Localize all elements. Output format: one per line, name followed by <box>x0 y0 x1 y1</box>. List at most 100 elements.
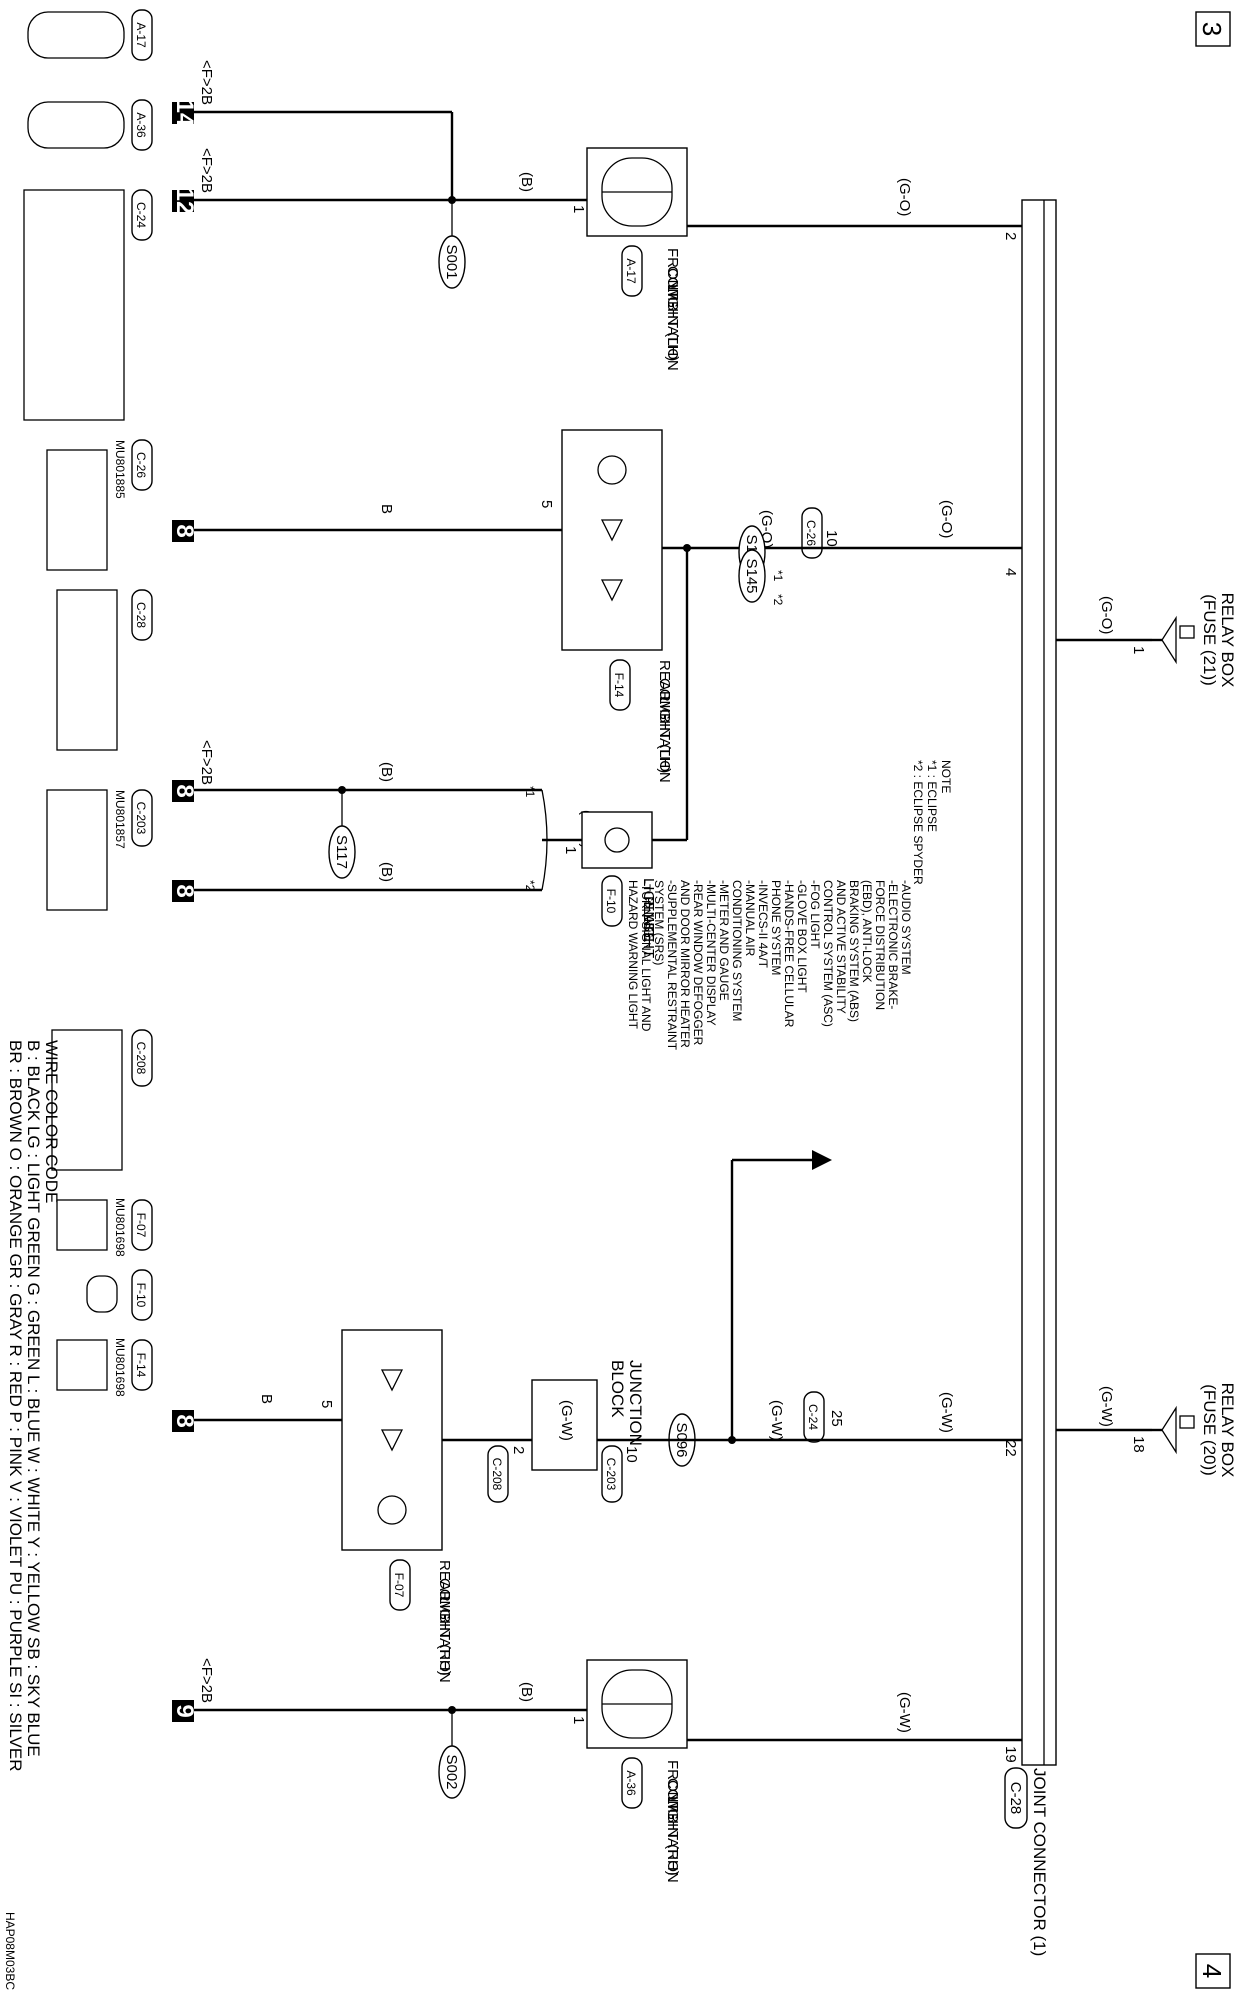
svg-text:<F>2B: <F>2B <box>198 148 215 193</box>
relay-box-fuse-21: RELAY BOX (FUSE (21)) 1 <box>1130 593 1237 688</box>
svg-text:A-17: A-17 <box>134 22 148 48</box>
svg-text:COMBINATION: COMBINATION <box>436 1578 453 1683</box>
svg-text:S145: S145 <box>743 558 760 593</box>
svg-text:F-10: F-10 <box>604 889 618 914</box>
connector-view-a36: A-36 <box>27 99 153 151</box>
rear-combination-light-lh: REAR COMBINATION LIGHT (LH) F-14 <box>561 429 673 783</box>
svg-text:4: 4 <box>1197 1964 1227 1978</box>
svg-text:S002: S002 <box>443 1754 460 1789</box>
svg-text:C-24: C-24 <box>134 202 148 228</box>
svg-text:(B): (B) <box>378 762 395 782</box>
svg-text:2: 2 <box>510 1446 527 1454</box>
systems-list: -AUDIO SYSTEM -ELECTRONIC BRAKE- FORCE D… <box>626 880 913 1051</box>
svg-text:PHONE SYSTEM: PHONE SYSTEM <box>769 880 783 975</box>
svg-text:MU801885: MU801885 <box>113 440 127 499</box>
svg-text:C-203: C-203 <box>134 802 148 835</box>
svg-text:1: 1 <box>570 1716 587 1724</box>
svg-text:NOTE: NOTE <box>939 760 953 793</box>
svg-text:LIGHT (RH): LIGHT (RH) <box>436 1596 453 1676</box>
svg-text:1: 1 <box>562 846 579 854</box>
svg-text:A-36: A-36 <box>134 112 148 138</box>
svg-text:F-07: F-07 <box>134 1213 148 1238</box>
page-marker-next: 4 <box>1195 1953 1231 1989</box>
svg-text:JUNCTION: JUNCTION <box>626 1360 645 1446</box>
svg-text:22: 22 <box>1002 1440 1019 1457</box>
svg-text:JOINT CONNECTOR (1): JOINT CONNECTOR (1) <box>1030 1768 1049 1956</box>
svg-text:*1: *1 <box>771 570 785 582</box>
splice-s002: S002 <box>438 1710 466 1799</box>
svg-text:F-14: F-14 <box>134 1353 148 1378</box>
svg-text:-INVECS-II 4A/T: -INVECS-II 4A/T <box>756 880 770 969</box>
svg-text:FRONT: FRONT <box>664 248 681 300</box>
svg-text:-SUPPLEMENTAL RESTRAINT: -SUPPLEMENTAL RESTRAINT <box>665 880 679 1051</box>
junction-block: JUNCTION BLOCK <box>531 1360 645 1471</box>
svg-text:-GLOVE BOX LIGHT: -GLOVE BOX LIGHT <box>795 880 809 993</box>
svg-text:C-208: C-208 <box>134 1042 148 1075</box>
svg-text:<F>2B: <F>2B <box>198 1658 215 1703</box>
svg-text:S001: S001 <box>443 244 460 279</box>
svg-text:C-203: C-203 <box>604 1458 618 1491</box>
svg-text:(G-W): (G-W) <box>768 1400 785 1441</box>
rear-combination-light-rh: REAR COMBINATION LIGHT (RH) F-07 <box>341 1329 453 1683</box>
svg-text:MU801698: MU801698 <box>113 1198 127 1257</box>
svg-text:MU801698: MU801698 <box>113 1338 127 1397</box>
connector-view-c24: C-24 <box>23 189 153 421</box>
svg-text:PLATE: PLATE <box>640 896 657 942</box>
ground-14: <F>2B 14 <box>171 60 422 127</box>
svg-text:C-26: C-26 <box>134 452 148 478</box>
front-combination-light-rh: FRONT COMBINATION LIGHT (RH) A-36 <box>586 1659 688 1883</box>
svg-text:12: 12 <box>171 188 198 215</box>
svg-text:CONDITIONING SYSTEM: CONDITIONING SYSTEM <box>730 880 744 1021</box>
svg-text:-METER AND GAUGE: -METER AND GAUGE <box>717 880 731 1001</box>
svg-text:HAZARD WARNING LIGHT: HAZARD WARNING LIGHT <box>626 880 640 1030</box>
svg-text:B: B <box>258 1394 275 1404</box>
connector-view-c203: C-203 MU801857 <box>46 789 153 911</box>
svg-text:F-07: F-07 <box>392 1573 406 1598</box>
svg-text:AND ACTIVE STABILITY: AND ACTIVE STABILITY <box>834 880 848 1014</box>
wire-label: (G-O) <box>1098 596 1115 634</box>
svg-text:-TURN-SIGNAL LIGHT AND: -TURN-SIGNAL LIGHT AND <box>639 880 653 1032</box>
svg-text:C-28: C-28 <box>134 602 148 628</box>
svg-text:LIGHT (LH): LIGHT (LH) <box>656 696 673 773</box>
svg-text:(G-O): (G-O) <box>938 500 955 538</box>
svg-text:1: 1 <box>570 205 587 213</box>
svg-text:F-14: F-14 <box>612 673 626 698</box>
connector-view-f14: F-14 MU801698 <box>56 1338 153 1397</box>
connector-view-f10: F-10 <box>86 1269 153 1321</box>
svg-text:COMBINATION: COMBINATION <box>664 1778 681 1883</box>
svg-text:(G-O): (G-O) <box>896 178 913 216</box>
figure-code: HAP08M03BC <box>3 1912 17 1990</box>
svg-text:SYSTEM (SRS): SYSTEM (SRS) <box>652 880 666 965</box>
svg-text:25: 25 <box>828 1410 845 1427</box>
svg-text:LIGHT: LIGHT <box>640 914 657 958</box>
svg-text:B: B <box>378 504 395 514</box>
svg-text:8: 8 <box>171 884 198 897</box>
svg-text:BRAKING SYSTEM (ABS): BRAKING SYSTEM (ABS) <box>847 880 861 1022</box>
splice-s136-s145: S136 S145 *1 *2 <box>687 525 785 606</box>
svg-text:18: 18 <box>1130 1436 1147 1453</box>
svg-text:3: 3 <box>1197 22 1227 36</box>
svg-text:*1 : ECLIPSE: *1 : ECLIPSE <box>925 760 939 832</box>
svg-text:-FOG LIGHT: -FOG LIGHT <box>808 880 822 949</box>
svg-text:MU801857: MU801857 <box>113 790 127 849</box>
svg-text:COMBINATION: COMBINATION <box>656 678 673 783</box>
svg-text:(G-W): (G-W) <box>558 1400 575 1441</box>
svg-text:BR : BROWN O : ORANGE GR: BR : BROWN O : ORANGE GR : GRAY R : RED … <box>6 1040 25 1772</box>
svg-text:(B): (B) <box>518 172 535 192</box>
svg-text:CONTROL SYSTEM (ASC): CONTROL SYSTEM (ASC) <box>821 880 835 1027</box>
svg-text:*2: *2 <box>523 880 537 892</box>
svg-text:LIGHT (LH): LIGHT (LH) <box>664 284 681 361</box>
svg-text:A-36: A-36 <box>624 1770 638 1796</box>
svg-text:B : BLACK LG : LIGHT GREEN: B : BLACK LG : LIGHT GREEN G : GREEN L :… <box>24 1040 43 1757</box>
svg-text:FRONT: FRONT <box>664 1760 681 1812</box>
svg-text:RELAY BOX: RELAY BOX <box>1218 593 1237 688</box>
svg-text:<F>2B: <F>2B <box>198 60 215 105</box>
svg-text:COMBINATION: COMBINATION <box>664 266 681 371</box>
svg-text:8: 8 <box>171 524 198 537</box>
ground-8-a: 8 <box>171 520 198 542</box>
svg-text:9: 9 <box>171 1704 198 1717</box>
svg-text:*2 : ECLIPSE SPYDER: *2 : ECLIPSE SPYDER <box>911 760 925 885</box>
svg-text:BLOCK: BLOCK <box>608 1360 627 1418</box>
ground-8-b: <F>2B 8 <box>171 740 215 802</box>
